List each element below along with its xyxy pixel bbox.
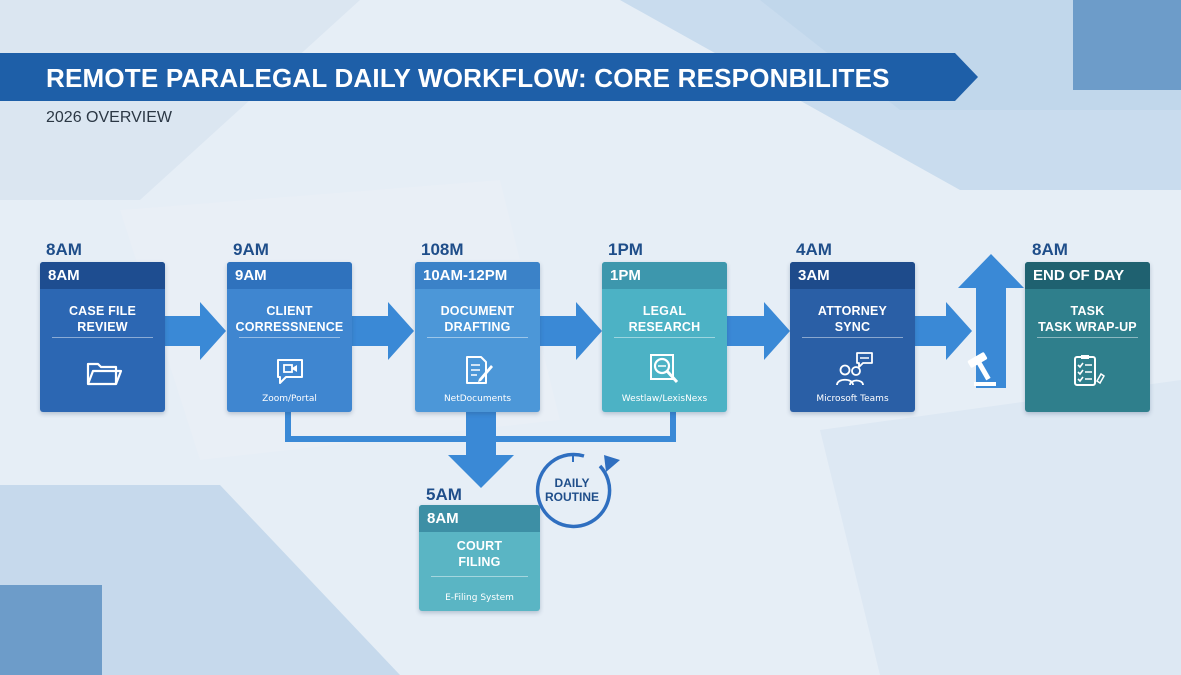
gavel-icon	[967, 352, 991, 381]
cycle-arrow-icon	[535, 452, 620, 529]
daily-routine-label: DAILY ROUTINE	[545, 476, 599, 504]
card-divider	[1037, 337, 1138, 338]
research-magnifier-icon	[649, 354, 678, 384]
flow-arrow-5	[914, 302, 972, 360]
step-card-client-correspondence: 9AM CLIENT CORRESSNENCE Zoom/Portal	[227, 262, 352, 412]
page-title: REMOTE PARALEGAL DAILY WORKFLOW: CORE RE…	[46, 63, 890, 93]
step-time-label: 108M	[421, 240, 464, 259]
step-card-tool: Microsoft Teams	[816, 394, 889, 404]
card-divider	[431, 576, 528, 577]
bracket-connector	[285, 410, 676, 442]
card-divider	[802, 337, 903, 338]
step-card-time: 8AM	[40, 262, 165, 289]
flow-arrow-2	[352, 302, 414, 360]
flow-arrow-down	[448, 410, 514, 488]
step-card-attorney-sync: 3AM ATTORNEY SYNC Microsoft Teams	[790, 262, 915, 412]
card-divider	[239, 337, 340, 338]
card-divider	[614, 337, 715, 338]
flow-arrow-3	[539, 302, 602, 360]
step-card-time: 9AM	[227, 262, 352, 289]
title-banner: REMOTE PARALEGAL DAILY WORKFLOW: CORE RE…	[0, 53, 978, 101]
step-card-tool: NetDocuments	[443, 394, 512, 404]
step-card-case-file-review: 8AM CASE FILE REVIEW	[40, 262, 165, 412]
step-time-label: 5AM	[426, 485, 462, 504]
step-card-time: 8AM	[419, 505, 540, 532]
step-card-court-filing: 8AM COURT FILING E-Filing System	[419, 505, 540, 611]
step-card-time: END OF DAY	[1025, 262, 1150, 289]
step-card-document-drafting: 10AM-12PM DOCUMENT DRAFTING NetDocuments	[415, 262, 540, 412]
step-card-tool: Westlaw/LexisNexs	[621, 394, 708, 404]
page-subtitle: 2026 OVERVIEW	[46, 109, 172, 126]
step-card-tool: Zoom/Portal	[262, 394, 317, 404]
document-edit-icon	[465, 356, 493, 384]
step-card-task-wrap-up: END OF DAY TASK TASK WRAP-UP	[1025, 262, 1150, 412]
flow-arrow-4	[727, 302, 790, 360]
step-card-legal-research: 1PM LEGAL RESEARCH Westlaw/LexisNexs	[602, 262, 727, 412]
step-card-tool: E-Filing System	[445, 593, 514, 603]
step-time-label: 1PM	[608, 240, 643, 259]
step-time-label: 8AM	[46, 240, 82, 259]
flow-arrow-1	[164, 302, 226, 360]
step-time-label: 8AM	[1032, 240, 1068, 259]
folder-icon	[86, 362, 122, 386]
card-divider	[427, 337, 528, 338]
checklist-icon	[1073, 355, 1105, 386]
step-card-time: 10AM-12PM	[415, 262, 540, 289]
step-card-time: 3AM	[790, 262, 915, 289]
card-divider	[52, 337, 153, 338]
step-card-time: 1PM	[602, 262, 727, 289]
step-time-label: 4AM	[796, 240, 832, 259]
people-chat-icon	[835, 352, 873, 386]
video-chat-icon	[276, 359, 303, 384]
flow-arrow-up	[958, 254, 1024, 388]
step-time-label: 9AM	[233, 240, 269, 259]
